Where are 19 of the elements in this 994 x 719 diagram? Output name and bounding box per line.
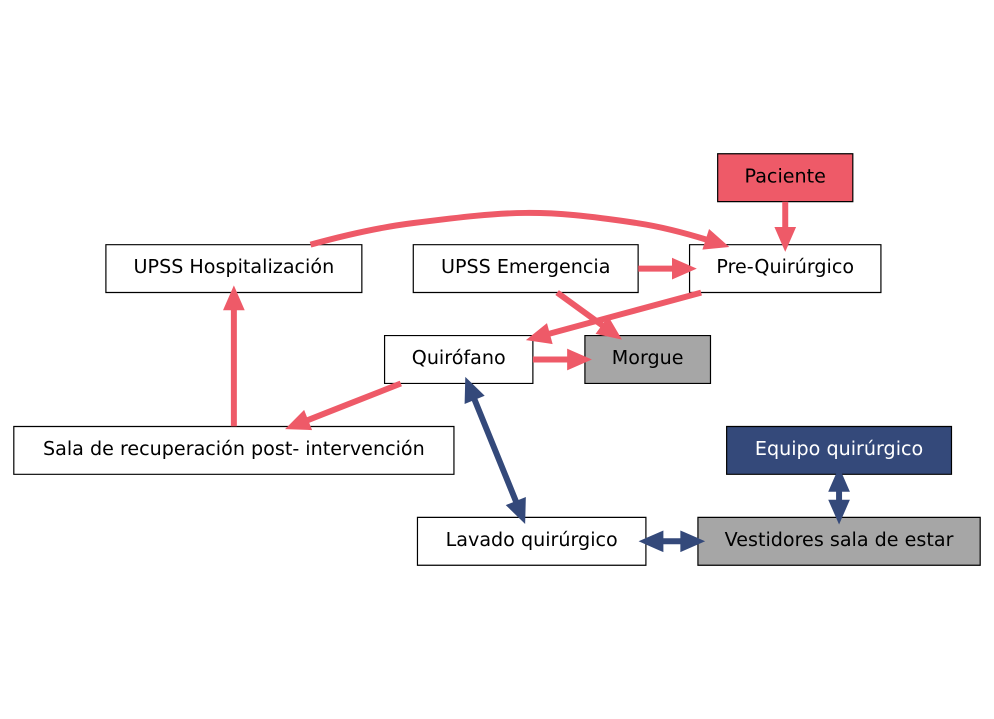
node-box: Pre-Quirúrgico [688,244,882,294]
node-box: Quirófano [384,334,534,384]
arrow [310,210,730,250]
node-box: UPSS Hospitalización [105,244,362,294]
arrow [532,348,592,370]
arrow [285,380,402,430]
node-box: Paciente [717,153,854,202]
node-box: Sala de recuperación post- intervención [13,426,455,475]
arrow [774,202,796,252]
node-box: Vestidores sala de estar [697,516,981,566]
arrow [638,530,706,552]
arrow [526,290,702,344]
node-box: Equipo quirúrgico [726,426,952,475]
arrow [223,285,245,426]
node-box: UPSS Emergencia [412,244,639,294]
arrow [638,258,697,280]
arrow [464,376,526,524]
node-box: Lavado quirúrgico [416,516,646,566]
node-box: Morgue [584,334,712,384]
